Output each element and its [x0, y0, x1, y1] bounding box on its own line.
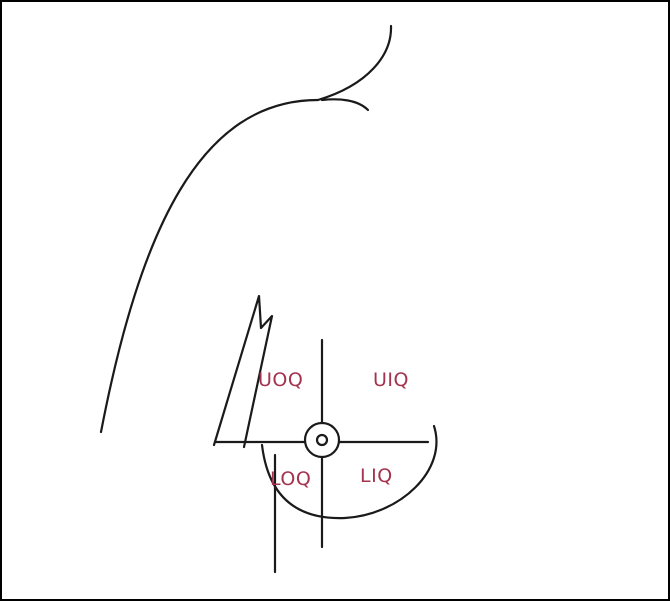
label-lower-inner-quadrant: LIQ: [360, 465, 393, 487]
clavicle-mark: [320, 98, 370, 112]
torso-outline: [99, 98, 320, 434]
label-upper-inner-quadrant: UIQ: [373, 369, 409, 391]
axillary-contour: [212, 294, 274, 449]
shoulder-curve: [316, 24, 393, 102]
label-lower-outer-quadrant: LOQ: [270, 468, 311, 490]
nipple-circle: [315, 433, 329, 447]
label-upper-outer-quadrant: UOQ: [258, 369, 303, 391]
